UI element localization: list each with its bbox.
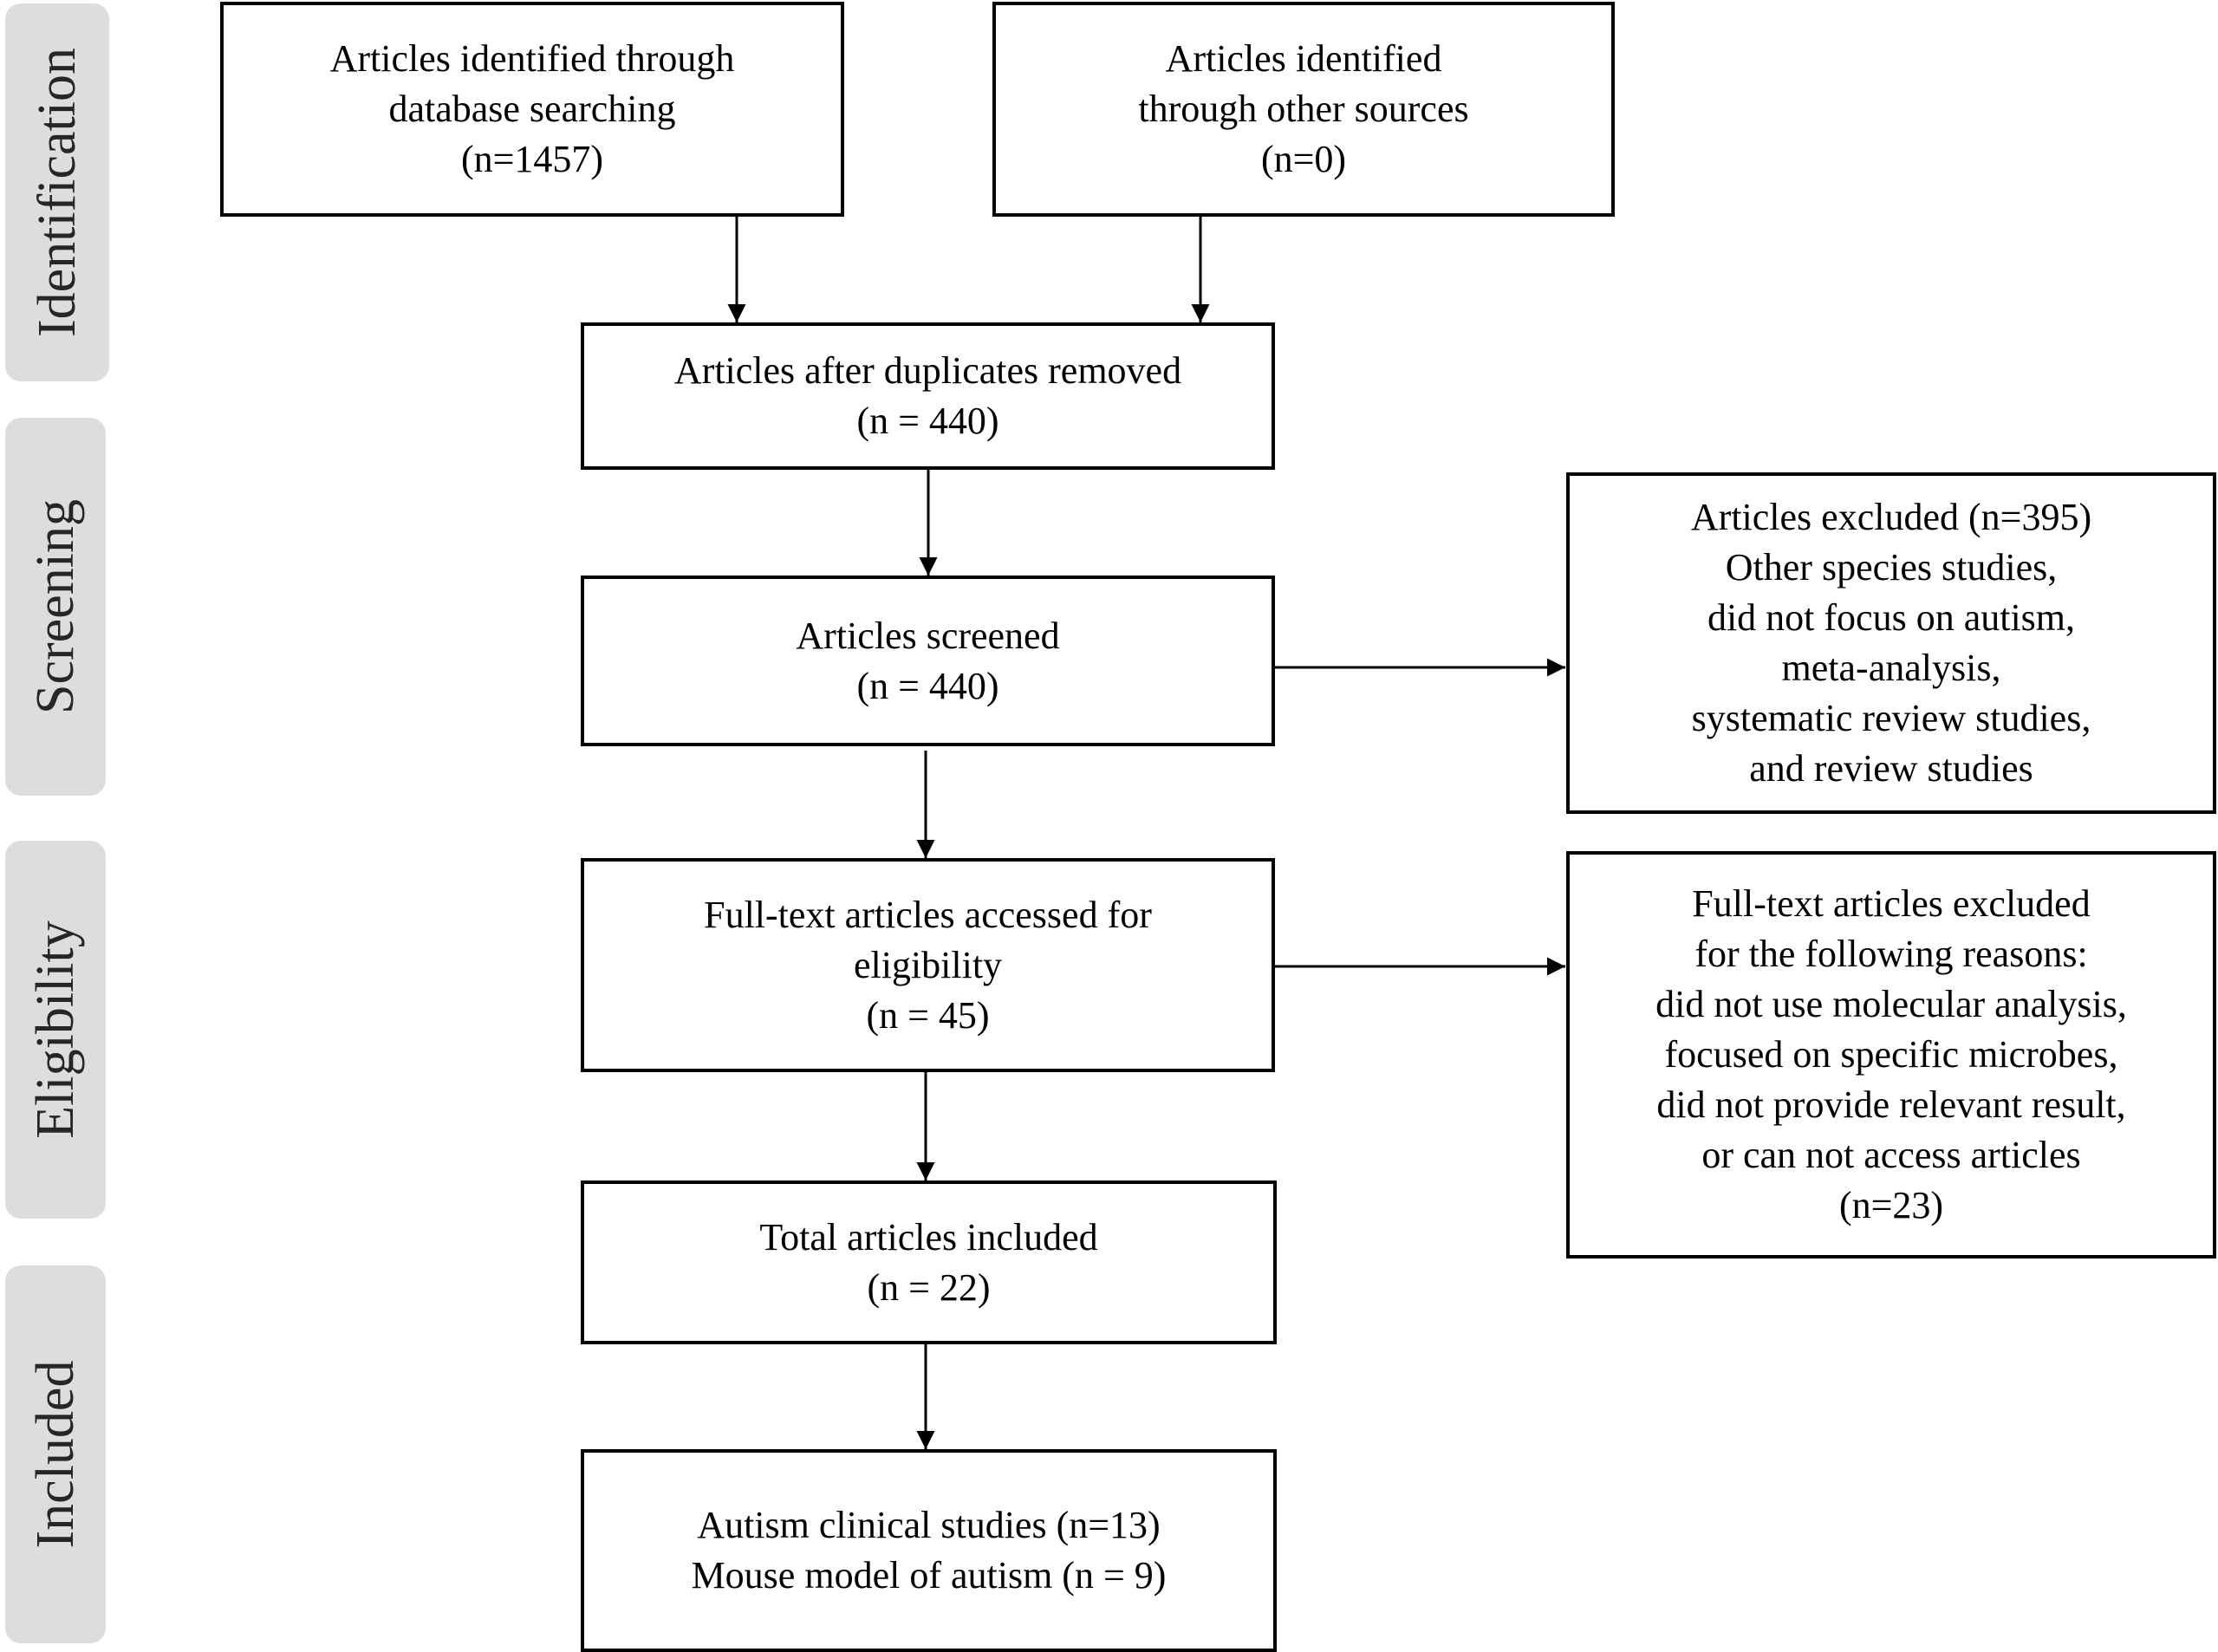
box-line: focused on specific microbes, xyxy=(1664,1033,2118,1076)
box-line: Mouse model of autism (n = 9) xyxy=(691,1554,1167,1597)
final-breakdown-box: Autism clinical studies (n=13) Mouse mod… xyxy=(581,1449,1277,1652)
box-line: database searching xyxy=(388,88,676,130)
screened-box: Articles screened (n = 440) xyxy=(581,576,1275,746)
duplicates-removed-box: Articles after duplicates removed (n = 4… xyxy=(581,322,1275,470)
box-line: (n = 22) xyxy=(867,1265,991,1309)
database-search-box: Articles identified through database sea… xyxy=(220,2,844,217)
box-line: Articles screened xyxy=(796,614,1060,657)
box-line: through other sources xyxy=(1138,88,1469,130)
box-line: Articles identified through xyxy=(329,37,735,80)
stage-eligibility: Eligibility xyxy=(5,841,106,1219)
box-line: Articles identified xyxy=(1165,37,1442,80)
box-line: (n = 440) xyxy=(856,664,999,707)
box-line: (n=0) xyxy=(1260,138,1347,180)
box-line: Full-text articles excluded xyxy=(1692,882,2091,925)
box-line: Full-text articles accessed for xyxy=(704,893,1152,936)
box-line: or can not access articles xyxy=(1701,1134,2081,1176)
excluded-box: Articles excluded (n=395) Other species … xyxy=(1566,472,2216,814)
box-line: did not use molecular analysis, xyxy=(1655,983,2127,1025)
stage-included: Included xyxy=(5,1265,106,1643)
box-line: (n = 440) xyxy=(856,400,999,442)
box-line: Autism clinical studies (n=13) xyxy=(697,1504,1161,1546)
box-line: eligibility xyxy=(853,943,1003,986)
full-text-box: Full-text articles accessed for eligibil… xyxy=(581,858,1275,1072)
box-line: meta-analysis, xyxy=(1781,647,2001,689)
other-sources-box: Articles identified through other source… xyxy=(992,2,1615,217)
box-line: systematic review studies, xyxy=(1691,697,2091,739)
box-line: (n=1457) xyxy=(460,138,604,180)
total-included-box: Total articles included (n = 22) xyxy=(581,1180,1277,1344)
box-line: for the following reasons: xyxy=(1694,933,2088,975)
full-text-excluded-box: Full-text articles excluded for the foll… xyxy=(1566,851,2216,1259)
box-line: Total articles included xyxy=(759,1215,1098,1259)
box-line: Articles after duplicates removed xyxy=(673,349,1182,392)
stage-identification: Identification xyxy=(5,3,109,381)
stage-screening: Screening xyxy=(5,418,106,796)
box-line: (n=23) xyxy=(1838,1184,1944,1226)
box-line: Articles excluded (n=395) xyxy=(1690,496,2092,538)
box-line: did not focus on autism, xyxy=(1707,596,2076,639)
box-line: did not provide relevant result, xyxy=(1656,1083,2126,1126)
box-line: (n = 45) xyxy=(866,993,990,1037)
box-line: Other species studies, xyxy=(1725,546,2058,589)
box-line: and review studies xyxy=(1749,747,2033,790)
